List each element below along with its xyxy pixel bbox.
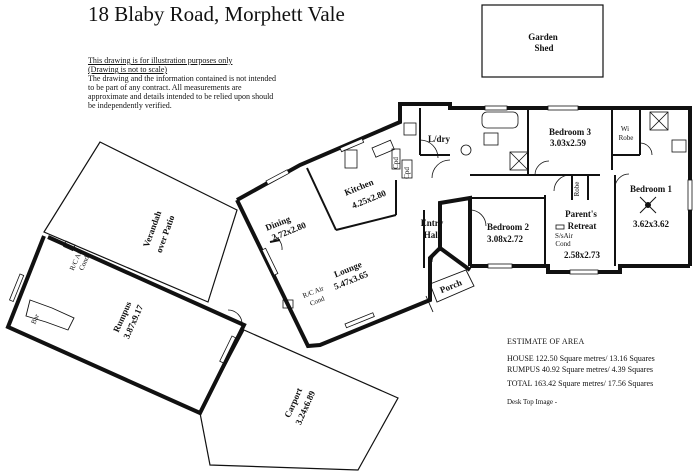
rumpus-window-right — [219, 335, 237, 364]
wall-kitchen-bottom — [335, 214, 397, 231]
door-bed3 — [534, 160, 550, 176]
wall-kitchen-dining — [306, 167, 337, 231]
bedroom1-dim: 3.62x3.62 — [633, 219, 670, 229]
split-air-label-2: Cond — [555, 240, 571, 248]
door-rumpus — [227, 309, 243, 326]
house-outer-wall-front — [438, 195, 472, 272]
bath-vanity — [483, 132, 499, 146]
ensuite-diag-2 — [649, 111, 669, 131]
hall-label: Hall — [424, 230, 441, 240]
rumpus-window-left — [8, 273, 25, 302]
door-bed2 — [469, 209, 487, 227]
bar-counter — [25, 299, 75, 331]
ensuite-shower — [649, 111, 669, 131]
wi-robe-label-2: Robe — [619, 134, 634, 142]
cpd-box-2 — [401, 159, 413, 179]
window-kitchen — [339, 138, 365, 153]
bedroom3-label: Bedroom 3 — [549, 127, 592, 137]
robe-label: Robe — [573, 182, 581, 197]
windows — [261, 105, 693, 329]
door-ensuite — [639, 142, 653, 156]
area-house: HOUSE 122.50 Square metres/ 13.16 Square… — [507, 354, 655, 363]
wall-dining-lounge — [269, 239, 281, 243]
disclaimer-line-1: This drawing is for illustration purpose… — [88, 56, 233, 65]
cpd-box-1 — [391, 148, 401, 170]
area-total: TOTAL 163.42 Square metres/ 17.56 Square… — [507, 379, 654, 388]
rumpus-ac-unit — [63, 240, 76, 252]
disclaimer: This drawing is for illustration purpose… — [88, 56, 278, 110]
split-ac-unit — [555, 224, 565, 230]
kitchen-bench — [371, 139, 395, 158]
bedroom2-dim: 3.08x2.72 — [487, 234, 524, 244]
window-bath — [484, 105, 508, 111]
fixtures — [282, 111, 687, 309]
rc-ac-unit-lounge — [282, 299, 294, 309]
door-bed1 — [614, 173, 630, 189]
kitchen-cooktop — [344, 149, 358, 169]
split-air-label-1: S/sAir — [555, 232, 574, 240]
cupboard-label-2: Cpd — [403, 167, 411, 179]
toilet — [460, 144, 472, 156]
area-rumpus: RUMPUS 40.92 Square metres/ 4.39 Squares — [507, 365, 653, 374]
porch-step — [425, 295, 434, 313]
retreat-label-1: Parent's — [565, 209, 597, 219]
shower-diag-2 — [509, 151, 529, 171]
window-bed1 — [687, 179, 693, 211]
bedroom3-dim: 3.03x2.59 — [550, 138, 587, 148]
bedroom2-label: Bedroom 2 — [487, 222, 530, 232]
shower — [509, 151, 529, 171]
laundry-trough — [403, 122, 417, 136]
verandah-outline — [43, 141, 238, 303]
area-heading: ESTIMATE OF AREA — [507, 337, 585, 346]
bedroom1-label: Bedroom 1 — [630, 184, 673, 194]
bar-label: Bar — [29, 312, 41, 325]
garden-shed-outline — [481, 4, 604, 78]
door-retreat — [553, 174, 571, 192]
disclaimer-body: The drawing and the information containe… — [88, 74, 276, 110]
ceiling-fan-icon — [639, 196, 657, 214]
window-bed3 — [547, 105, 579, 111]
garden-shed-label-2: Shed — [534, 43, 553, 53]
retreat-dim: 2.58x2.73 — [564, 250, 601, 260]
house-outer-wall-top — [236, 102, 692, 266]
carport-outline — [199, 329, 399, 471]
bath-tub — [481, 111, 519, 129]
door-hall-bath — [431, 159, 451, 179]
ensuite-vanity — [671, 139, 687, 153]
disclaimer-line-2: (Drawing is not to scale) — [88, 65, 168, 74]
page-title: 18 Blaby Road, Morphett Vale — [88, 2, 345, 26]
door-front — [431, 249, 445, 263]
doors — [273, 139, 653, 263]
laundry-label: L/dry — [428, 134, 451, 144]
house-outer-wall-lounge — [235, 199, 442, 349]
wi-robe-label-1: Wi — [621, 125, 629, 133]
entry-label: Entry — [421, 218, 444, 228]
window-bed2 — [487, 263, 513, 269]
window-lounge — [344, 312, 375, 329]
area-estimate: ESTIMATE OF AREA HOUSE 122.50 Square met… — [507, 336, 655, 408]
porch-outline — [429, 269, 475, 303]
garden-shed-label-1: Garden — [528, 32, 558, 42]
cupboard-label-1: Cpd — [392, 157, 400, 169]
door-laundry — [419, 139, 439, 159]
window-retreat — [569, 269, 599, 275]
window-lounge-side — [261, 247, 279, 276]
retreat-label-2: Retreat — [568, 221, 597, 231]
desktop-image-note: Desk Top Image - — [507, 398, 558, 406]
window-dining — [265, 169, 290, 186]
door-lounge-rumpus — [273, 235, 283, 251]
